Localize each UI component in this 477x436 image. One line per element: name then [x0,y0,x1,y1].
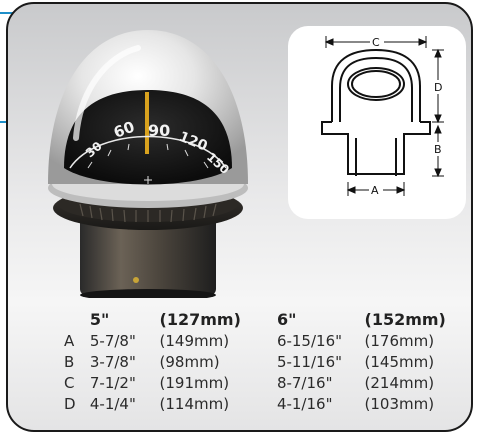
row-in-5: 7-1/2" [89,373,136,392]
row-mm-5: (149mm) [159,331,230,350]
diagram-label-a: A [371,184,379,197]
row-mm-6: (176mm) [364,331,435,350]
header-mm-6: (152mm) [364,309,446,329]
row-in-6: 8-7/16" [276,373,333,392]
header-size-5: 5" [89,309,110,329]
row-in-6: 4-1/16" [276,394,333,413]
compass-image: 30 60 90 120 150 [48,30,248,298]
row-key: A [64,331,75,350]
row-key: D [64,394,76,413]
table-row: D 4-1/4" (114mm) 4-1/16" (103mm) [64,393,464,414]
row-mm-6: (214mm) [364,373,435,392]
table-row: A 5-7/8" (149mm) 6-15/16" (176mm) [64,330,464,351]
row-in-5: 3-7/8" [89,352,136,371]
diagram-label-d: D [434,81,442,94]
accent-line-top [0,12,18,14]
row-in-5: 5-7/8" [89,331,136,350]
table-row: C 7-1/2" (191mm) 8-7/16" (214mm) [64,372,464,393]
row-mm-5: (98mm) [159,352,220,371]
diagram-label-b: B [434,143,442,156]
row-key: C [64,373,75,392]
row-mm-5: (114mm) [159,394,230,413]
dimension-diagram: C D B A [288,26,466,219]
product-panel: 30 60 90 120 150 [6,2,473,432]
row-mm-5: (191mm) [159,373,230,392]
header-size-6: 6" [276,309,297,329]
table-row: B 3-7/8" (98mm) 5-11/16" (145mm) [64,351,464,372]
header-mm-5: (127mm) [159,309,241,329]
diagram-label-c: C [372,36,380,49]
row-mm-6: (103mm) [364,394,435,413]
row-key: B [64,352,75,371]
row-in-6: 5-11/16" [276,352,343,371]
dimensions-table: 5" (127mm) 6" (152mm) A 5-7/8" (149mm) 6… [64,308,464,414]
dial-label-3: 90 [148,121,170,140]
row-in-6: 6-15/16" [276,331,343,350]
table-header: 5" (127mm) 6" (152mm) [64,308,464,330]
row-in-5: 4-1/4" [89,394,136,413]
row-mm-6: (145mm) [364,352,435,371]
